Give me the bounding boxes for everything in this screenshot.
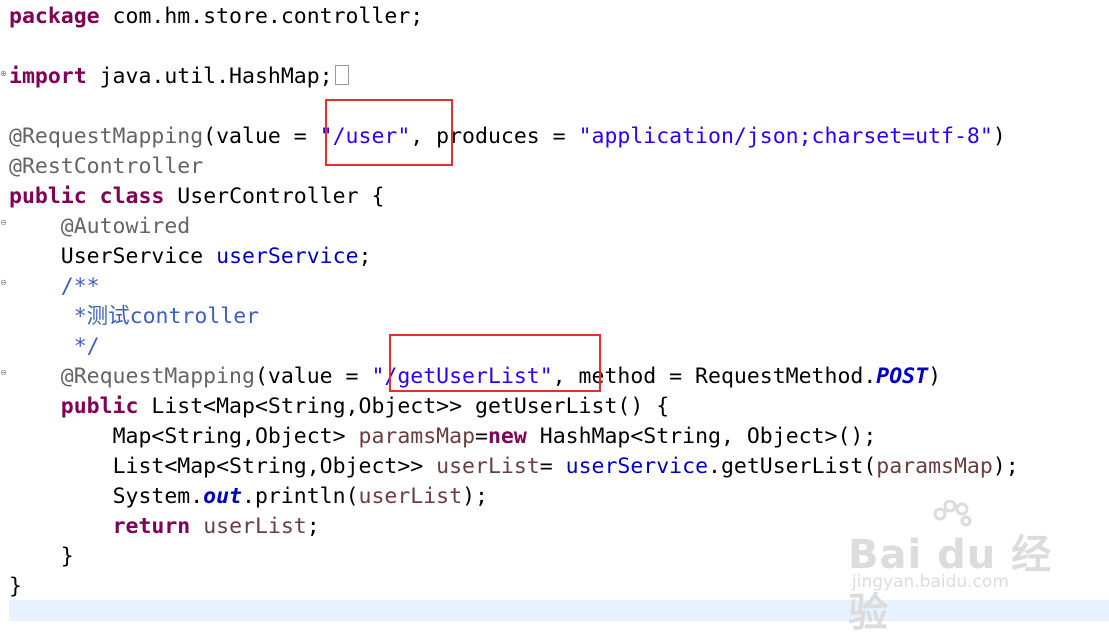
code-text: HashMap<String, Object>();: [526, 424, 877, 449]
keyword: new: [487, 424, 527, 449]
string-literal: "application/json;charset=utf-8": [578, 124, 993, 149]
code-text: System.: [112, 484, 204, 509]
local-variable: paramsMap: [358, 424, 476, 449]
local-variable: userList: [203, 514, 307, 539]
keyword: public: [60, 394, 139, 419]
type-name: Map<String,Object>: [112, 424, 359, 449]
keyword: return: [112, 514, 191, 539]
watermark-url: jingyan.baidu.com: [852, 572, 1009, 592]
code-line-javadoc-body[interactable]: *测试controller: [9, 302, 259, 332]
code-text: java.util.HashMap;: [86, 64, 333, 89]
code-text: }: [60, 544, 74, 569]
code-text: }: [9, 574, 22, 599]
code-line-return[interactable]: return userList;: [9, 512, 320, 542]
paw-icon: [933, 500, 972, 527]
code-text: (value =: [203, 124, 320, 149]
collapsed-imports-icon[interactable]: [334, 65, 349, 85]
fold-collapse-icon[interactable]: ⊖: [0, 278, 7, 287]
code-line-params-map[interactable]: Map<String,Object> paramsMap=new HashMap…: [9, 422, 877, 452]
code-text: List<Map<String,Object>> getUserList() {: [138, 394, 670, 419]
type-name: List<Map<String,Object>>: [112, 454, 437, 479]
annotation: @RestController: [9, 154, 204, 179]
code-line-class-close[interactable]: }: [9, 572, 22, 602]
local-variable: paramsMap: [876, 454, 993, 479]
code-line-rest-controller[interactable]: @RestController: [9, 152, 203, 182]
code-line-import[interactable]: import java.util.HashMap;: [9, 62, 349, 92]
code-text: , method = RequestMethod.: [552, 364, 877, 389]
baidu-jingyan-watermark: Bai du 经验 jingyan.baidu.com: [848, 500, 1058, 636]
keyword: class: [99, 184, 165, 209]
field-name: userService: [216, 244, 359, 269]
code-text: UserController {: [164, 184, 385, 209]
fold-collapse-icon[interactable]: ⊖: [0, 218, 7, 227]
code-text: );: [462, 484, 488, 509]
code-line-service-field[interactable]: UserService userService;: [9, 242, 372, 272]
code-text: .println(: [242, 484, 359, 509]
code-text: =: [539, 454, 566, 479]
code-text: , produces =: [410, 124, 579, 149]
type-name: UserService: [60, 244, 217, 269]
keyword: public: [9, 184, 87, 209]
code-text: ): [992, 124, 1006, 149]
code-line-println[interactable]: System.out.println(userList);: [9, 482, 488, 512]
annotation: @RequestMapping: [60, 364, 255, 389]
javadoc-comment: *测试controller: [60, 304, 260, 329]
static-field: out: [203, 484, 243, 509]
code-line-package[interactable]: package com.hm.store.controller;: [9, 2, 423, 32]
local-variable: userList: [358, 484, 463, 509]
fold-collapse-icon[interactable]: ⊖: [0, 368, 7, 377]
code-line-user-list[interactable]: List<Map<String,Object>> userList= userS…: [9, 452, 1019, 482]
code-text: ;: [306, 514, 320, 539]
code-line-class-declaration[interactable]: public class UserController {: [9, 182, 384, 212]
keyword: package: [9, 4, 100, 29]
annotation: @Autowired: [60, 214, 191, 239]
string-literal: "/user": [319, 124, 411, 149]
local-variable: userList: [436, 454, 540, 479]
string-literal: "/getUserList": [371, 364, 553, 389]
javadoc-comment: */: [60, 334, 100, 359]
keyword: import: [9, 64, 87, 89]
code-text: com.hm.store.controller;: [99, 4, 424, 29]
code-text: =: [475, 424, 488, 449]
current-line-highlight[interactable]: [9, 600, 1109, 621]
code-text: .getUserList(: [708, 454, 877, 479]
code-text: ): [928, 364, 942, 389]
code-line-javadoc-end[interactable]: */: [9, 332, 100, 362]
javadoc-comment: /**: [60, 274, 100, 299]
code-line-autowired[interactable]: @Autowired: [9, 212, 190, 242]
code-line-method-close[interactable]: }: [9, 542, 74, 572]
code-text: (value =: [254, 364, 372, 389]
field-name: userService: [565, 454, 709, 479]
annotation: @RequestMapping: [9, 124, 204, 149]
code-text: [87, 184, 100, 209]
code-line-javadoc-start[interactable]: /**: [9, 272, 100, 302]
code-line-method-request-mapping[interactable]: @RequestMapping(value = "/getUserList", …: [9, 362, 941, 392]
code-line-class-request-mapping[interactable]: @RequestMapping(value = "/user", produce…: [9, 122, 1006, 152]
fold-expand-icon[interactable]: ⊕: [0, 69, 7, 78]
static-field: POST: [876, 364, 929, 389]
code-text: ;: [358, 244, 372, 269]
code-text: [190, 514, 203, 539]
code-text: );: [992, 454, 1019, 479]
code-line-method-declaration[interactable]: public List<Map<String,Object>> getUserL…: [9, 392, 669, 422]
